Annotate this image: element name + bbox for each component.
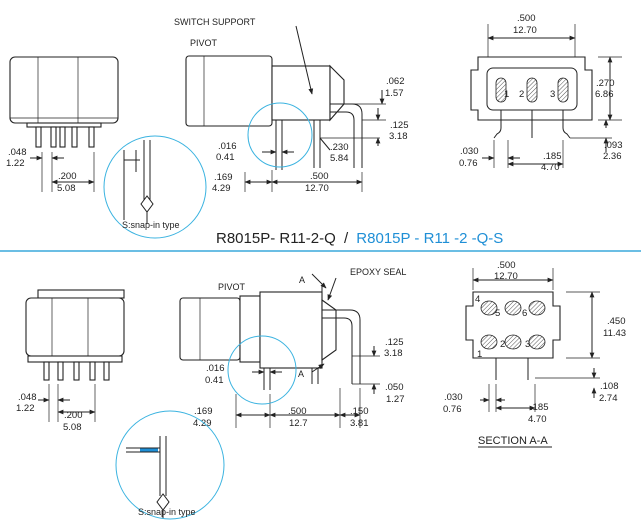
top-dim-030-mm: 0.76 [459, 158, 478, 169]
title-slash: / [344, 230, 349, 247]
top-dim-500t-in: .500 [517, 13, 536, 24]
bottom-front-pins [43, 361, 110, 381]
bottom-pivot-label: PIVOT [218, 282, 246, 292]
top-dim-169-mm: 4.29 [212, 183, 231, 194]
top-dim-030-in: .030 [460, 146, 479, 157]
top-pin-2: 2 [519, 89, 524, 100]
bottom-dim-169-mm: 4.29 [193, 418, 212, 429]
top-dim-230-in: .230 [330, 142, 349, 153]
bottom-detail-circle-small [227, 335, 297, 405]
bottom-dim-016-in: .016 [206, 363, 225, 374]
bottom-pin-2: 2 [500, 339, 505, 350]
top-dim-270-in: .270 [596, 78, 615, 89]
top-end-view [470, 24, 622, 168]
top-dim-016-in: .016 [218, 141, 237, 152]
bottom-pin-5: 5 [495, 308, 500, 319]
top-dim-500s-mm: 12.70 [305, 183, 329, 194]
top-side-view [185, 25, 386, 192]
top-dim-230-mm: 5.84 [330, 153, 349, 164]
top-detail-circle-small [247, 102, 313, 168]
bottom-dim-500t-in: .500 [497, 260, 516, 271]
top-front-pins [35, 126, 95, 148]
bottom-dim-150-in: .150 [350, 406, 369, 417]
bottom-section-view [465, 268, 600, 412]
bottom-dim-185-in: .185 [530, 402, 549, 413]
bottom-dim-500t-mm: 12.70 [494, 271, 518, 282]
bottom-pin-3: 3 [525, 339, 530, 350]
bottom-dim-108-in: .108 [600, 381, 619, 392]
bottom-dim-050-in: .050 [385, 382, 404, 393]
bottom-section-a-bottom: A [298, 369, 304, 379]
title-part-a: R8015P- R11-2-Q [216, 230, 336, 247]
top-dim-093-in: .093 [604, 140, 623, 151]
top-dim-270-mm: 6.86 [595, 89, 614, 100]
top-dim-185-in: .185 [543, 151, 562, 162]
bottom-dim-048-in: .048 [18, 392, 37, 403]
top-snap-detail [103, 135, 207, 239]
bottom-dim-150-mm: 3.81 [350, 418, 369, 429]
bottom-dim-500s-mm: 12.7 [289, 418, 308, 429]
bottom-snap-detail [115, 410, 225, 520]
top-dim-169-in: .169 [214, 172, 233, 183]
bottom-dim-125-mm: 3.18 [384, 348, 403, 359]
bottom-side-view [179, 273, 380, 428]
top-pin-1: 1 [504, 89, 509, 100]
bottom-dim-500s-in: .500 [288, 406, 307, 417]
bottom-dim-048-mm: 1.22 [16, 403, 35, 414]
bottom-dim-450-mm: 11.43 [603, 328, 626, 339]
top-dim-125-mm: 3.18 [389, 131, 408, 142]
bottom-dim-016-mm: 0.41 [205, 375, 224, 386]
top-dim-500t-mm: 12.70 [513, 25, 537, 36]
top-dim-200-in: .200 [58, 171, 77, 182]
bottom-pin-1: 1 [477, 349, 482, 360]
bottom-front-view [25, 289, 125, 422]
title-part-b: R8015P - R11 -2 -Q-S [356, 230, 503, 247]
bottom-dim-030-in: .030 [444, 392, 463, 403]
top-snap-label: S:snap-in type [122, 220, 180, 230]
top-front-view [9, 56, 119, 192]
bottom-pin-4: 4 [475, 294, 480, 305]
top-dim-048-mm: 1.22 [6, 158, 25, 169]
top-dim-125-in: .125 [390, 120, 409, 131]
bottom-dim-169-in: .169 [194, 406, 213, 417]
top-dim-093-mm: 2.36 [603, 151, 622, 162]
top-dim-062-in: .062 [386, 76, 405, 87]
top-dim-185-mm: 4.70 [541, 162, 560, 173]
bottom-dim-050-mm: 1.27 [386, 394, 405, 405]
bottom-section-a-top: A [299, 275, 305, 285]
bottom-dim-108-mm: 2.74 [599, 393, 618, 404]
bottom-pin-6: 6 [522, 308, 527, 319]
top-switch-support-label: SWITCH SUPPORT [174, 17, 256, 27]
bottom-dim-200-in: .200 [64, 410, 83, 421]
top-pin-3: 3 [550, 89, 555, 100]
top-dim-500s-in: .500 [310, 171, 329, 182]
bottom-dim-185-mm: 4.70 [528, 414, 547, 425]
section-a-a-title: SECTION A-A [478, 435, 548, 447]
top-dim-200-mm: 5.08 [57, 183, 76, 194]
bottom-snap-label: S:snap-in type [138, 507, 196, 517]
bottom-dim-125-in: .125 [385, 337, 404, 348]
top-pivot-label: PIVOT [190, 38, 218, 48]
top-dim-016-mm: 0.41 [216, 152, 235, 163]
top-dim-048-in: .048 [8, 147, 27, 158]
svg-text:R8015P- R11-2-Q /: R8015P- R11-2-Q / R8015P - R11 -2 -Q-S [216, 230, 503, 247]
bottom-dim-030-mm: 0.76 [443, 404, 462, 415]
bottom-dim-450-in: .450 [607, 316, 626, 327]
bottom-dim-200-mm: 5.08 [63, 422, 82, 433]
part-number-title: R8015P- R11-2-Q / R8015P - R11 -2 -Q-S [216, 230, 503, 247]
bottom-epoxy-label: EPOXY SEAL [350, 267, 406, 277]
top-dim-062-mm: 1.57 [385, 88, 404, 99]
